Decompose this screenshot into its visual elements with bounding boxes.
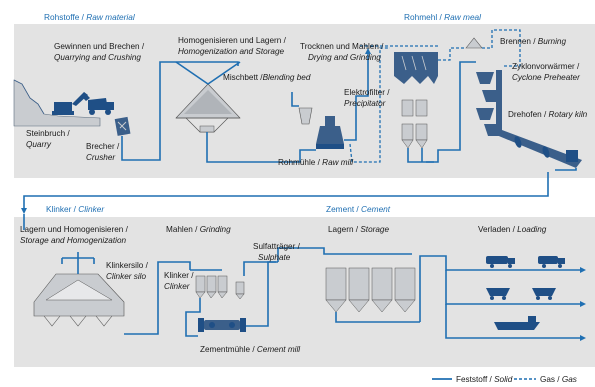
excavator-icon	[52, 92, 90, 115]
dump-truck-icon	[88, 98, 114, 115]
fan-icon	[465, 37, 483, 49]
label-clinker-en: Clinker	[164, 282, 190, 291]
legend-gas-label: Gas / Gas	[540, 375, 577, 384]
label-clinkersilo-en: Clinker silo	[106, 272, 146, 281]
label-kiln: Drehofen / Rotary kiln	[508, 110, 588, 119]
label-quarry-en: Quarry	[26, 140, 52, 149]
label-sulphate-de: Sulfatträger /	[253, 242, 301, 251]
label-drying-en: Drying and Grinding	[308, 53, 381, 62]
gas-flow-top	[349, 29, 521, 163]
section-raw-material: Rohstoffe / Raw material	[44, 12, 136, 22]
section-raw-meal: Rohmehl / Raw meal	[404, 12, 482, 22]
rail-wagon-icon	[486, 288, 556, 300]
label-sulphate-en: Sulphate	[258, 253, 291, 262]
solid-flow-arrows-bottom	[580, 267, 586, 341]
label-drying-de: Trocknen und Mahlen /	[300, 42, 384, 51]
rotary-kiln-icon	[494, 130, 582, 168]
label-precipitator-en: Precipitator	[344, 99, 386, 108]
label-cementmill: Zementmühle / Cement mill	[200, 345, 300, 354]
label-grinding: Mahlen / Grinding	[166, 225, 231, 234]
label-quarry-de: Steinbruch /	[26, 129, 70, 138]
cement-silos-icon	[325, 267, 416, 313]
section-cement: Zement / Cement	[326, 204, 391, 214]
solid-flow-arrows-top	[21, 48, 371, 214]
blending-bed-icon	[175, 83, 241, 133]
label-precipitator-de: Elektrofilter /	[344, 88, 390, 97]
label-storage: Lagern / Storage	[328, 225, 389, 234]
label-rawmill: Rohmühle / Raw mill	[278, 158, 353, 167]
truck-icon	[486, 256, 565, 268]
solid-flow-bottom	[23, 214, 580, 339]
clinker-hoppers-icon	[195, 275, 245, 300]
label-homogenizing-en: Homogenization and Storage	[178, 47, 285, 56]
label-storage-hom-de: Lagern und Homogenisieren /	[20, 225, 129, 234]
legend: Feststoff / Solid Gas / Gas	[432, 375, 577, 384]
section-clinker: Klinker / Clinker	[46, 204, 105, 214]
raw-mill-icon	[298, 107, 344, 149]
label-blending: Mischbett /Blending bed	[223, 73, 311, 82]
crusher-icon	[114, 116, 131, 136]
clinker-silo-icon	[33, 273, 125, 327]
label-storage-hom-en: Storage and Homogenization	[20, 236, 127, 245]
ship-icon	[494, 316, 540, 330]
label-crusher-de: Brecher /	[86, 142, 120, 151]
legend-solid-label: Feststoff / Solid	[456, 375, 513, 384]
precipitator-icon	[394, 52, 438, 149]
label-quarrying-en: Quarrying and Crushing	[54, 53, 141, 62]
label-homogenizing-de: Homogenisieren und Lagern /	[178, 36, 287, 45]
label-clinkersilo-de: Klinkersilo /	[106, 261, 149, 270]
label-preheater-en: Cyclone Preheater	[512, 73, 580, 82]
label-crusher-en: Crusher	[86, 153, 115, 162]
label-burning: Brennen / Burning	[500, 37, 566, 46]
label-quarrying-de: Gewinnen und Brechen /	[54, 42, 145, 51]
solid-flow-top	[23, 54, 577, 210]
label-loading: Verladen / Loading	[478, 225, 547, 234]
label-clinker-de: Klinker /	[164, 271, 194, 280]
cement-mill-icon	[198, 318, 246, 332]
label-preheater-de: Zyklonvorwärmer /	[512, 62, 580, 71]
